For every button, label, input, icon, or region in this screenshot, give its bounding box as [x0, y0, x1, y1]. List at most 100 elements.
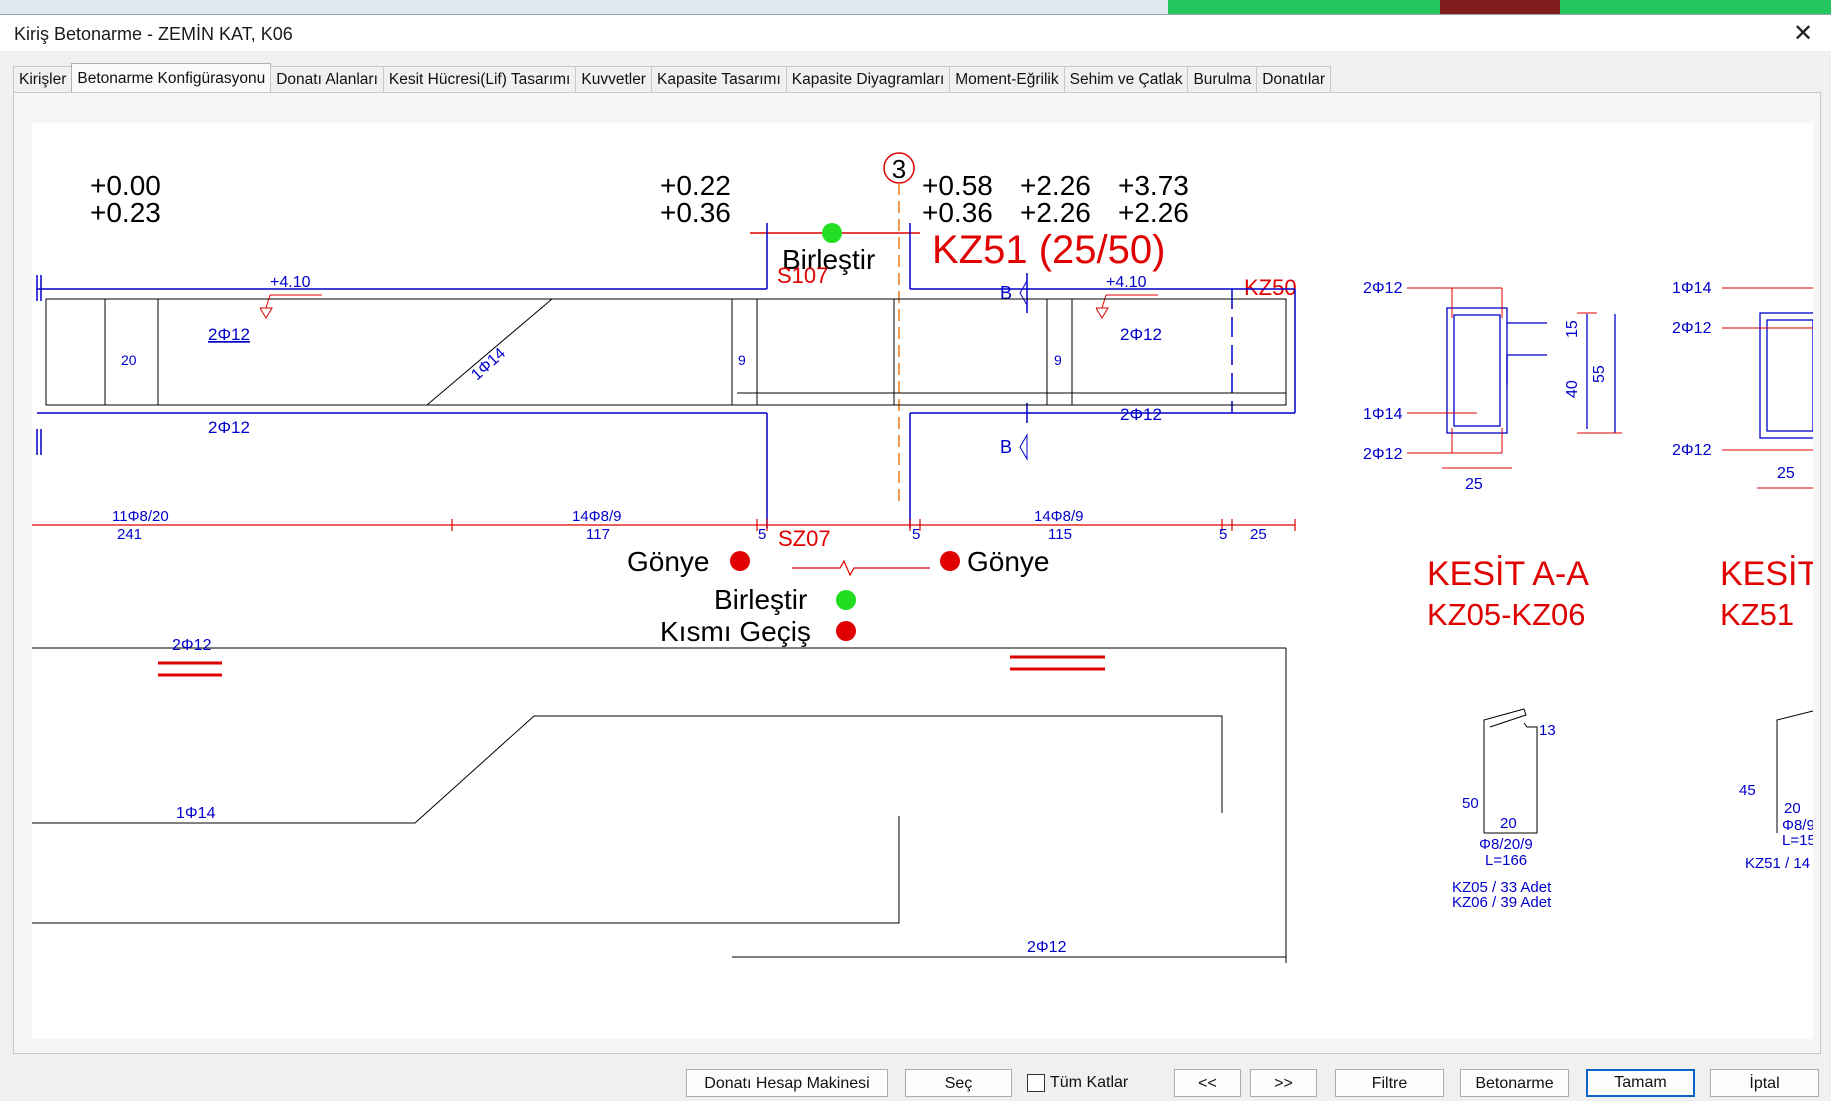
tab-betonarme-konfigurasyonu[interactable]: Betonarme Konfigürasyonu: [71, 63, 272, 92]
elevation-r2-top: +2.26: [1020, 170, 1091, 201]
birlestir-bottom-icon[interactable]: [836, 590, 856, 610]
birlestir-top-icon[interactable]: [822, 223, 842, 243]
gonye-right-label[interactable]: Gönye: [967, 546, 1050, 577]
beam-right-label: KZ50: [1244, 275, 1297, 300]
background-desktop: [0, 0, 1831, 14]
tab-strip: Kirişler Betonarme Konfigürasyonu Donatı…: [13, 63, 1332, 93]
level-left-mark: [259, 307, 273, 319]
sec-a-width: 25: [1465, 476, 1483, 493]
stirrup-length: L=166: [1485, 852, 1527, 869]
sec-a-subtitle: KZ05-KZ06: [1427, 597, 1586, 632]
sec-a-title: KESİT A-A: [1427, 555, 1589, 593]
dim-9-left: 9: [738, 352, 746, 368]
elevation-r2-bottom: +2.26: [1020, 197, 1091, 228]
stirrup-left: 11Φ8/20: [112, 508, 169, 525]
sec-a-top1: 2Φ12: [1363, 280, 1403, 297]
sec-b-subtitle: KZ51: [1720, 597, 1794, 632]
dim-9-right: 9: [1054, 352, 1062, 368]
bar-bot-right: 2Φ12: [1120, 405, 1162, 424]
tab-panel: +0.00 +0.23 +0.22 +0.36 +0.58 +0.36 +2.2…: [13, 92, 1821, 1054]
bar-top-left: 2Φ12: [208, 325, 250, 344]
sec-a-dim55: 55: [1591, 365, 1608, 383]
beam-outline: [36, 223, 1296, 528]
dim-5a: 5: [758, 526, 766, 543]
level-right: +4.10: [1106, 274, 1147, 291]
kismi-gecis-icon[interactable]: [836, 621, 856, 641]
dimension-line: [32, 519, 1296, 531]
kismi-gecis-label[interactable]: Kısmı Geçiş: [660, 616, 811, 647]
tab-moment-egrilik[interactable]: Moment-Eğrilik: [949, 66, 1065, 93]
bar-marks: [158, 655, 1105, 677]
gonye-right-icon[interactable]: [940, 551, 960, 571]
sec-b-width: 25: [1777, 465, 1795, 482]
sec-b-stirrup-45: 45: [1739, 782, 1756, 799]
count-kz05: KZ05 / 33 Adet: [1452, 879, 1552, 896]
elevation-r3-bottom: +2.26: [1118, 197, 1189, 228]
sec-b-stirrup-code: Φ8/9: [1782, 817, 1813, 834]
section-a-a: 2Φ12 1Φ14 2Φ12 25 15 40 55 KESİT A-A KZ0…: [1363, 280, 1622, 911]
section-arrow-bottom: [1019, 433, 1028, 461]
sec-a-dim40: 40: [1564, 380, 1581, 398]
iptal-button[interactable]: İptal: [1710, 1069, 1819, 1097]
sec-b-stirrup-20: 20: [1784, 800, 1801, 817]
section-mark-top: B: [1000, 283, 1012, 303]
dim-5c: 5: [1219, 526, 1227, 543]
window-title: Kiriş Betonarme - ZEMİN KAT, K06: [14, 24, 293, 44]
column-bottom-label: SZ07: [778, 526, 831, 551]
sec-b-title: KESİT: [1720, 555, 1813, 593]
stirrup-13: 13: [1539, 722, 1556, 739]
prev-button[interactable]: <<: [1174, 1069, 1241, 1097]
tum-katlar-checkbox[interactable]: Tüm Katlar: [1027, 1069, 1128, 1097]
next-button[interactable]: >>: [1250, 1069, 1317, 1097]
tab-burulma[interactable]: Burulma: [1187, 66, 1258, 93]
elevation-r1-bottom: +0.36: [922, 197, 993, 228]
elevation-left-bottom: +0.23: [90, 197, 161, 228]
bar4-label: 2Φ12: [1027, 939, 1067, 956]
tab-kuvvetler[interactable]: Kuvvetler: [575, 66, 652, 93]
gonye-left-icon[interactable]: [730, 551, 750, 571]
birlestir-bottom-label[interactable]: Birleştir: [714, 584, 807, 615]
tamam-button[interactable]: Tamam: [1586, 1069, 1695, 1097]
checkbox-box[interactable]: [1027, 1074, 1045, 1092]
beam-title: KZ51 (25/50): [932, 228, 1165, 272]
elevation-mid-top: +0.22: [660, 170, 731, 201]
column-top-label: S107: [777, 263, 828, 288]
tab-kirisler[interactable]: Kirişler: [13, 66, 73, 93]
tab-sehim-catlak[interactable]: Sehim ve Çatlak: [1063, 66, 1189, 93]
length-mid: 117: [586, 526, 610, 543]
column-bottom-mark: [792, 559, 930, 577]
tab-kapasite-diyagramlari[interactable]: Kapasite Diyagramları: [785, 66, 951, 93]
sec-a-bot1: 1Φ14: [1363, 406, 1403, 423]
dim-20: 20: [121, 352, 137, 368]
sec-b-count: KZ51 / 14: [1745, 855, 1810, 872]
stirrup-right: 14Φ8/9: [1034, 508, 1084, 525]
gonye-left-label[interactable]: Gönye: [627, 546, 710, 577]
sec-b-bot: 2Φ12: [1672, 442, 1712, 459]
axis-label: 3: [892, 154, 906, 184]
donati-hesap-makinesi-button[interactable]: Donatı Hesap Makinesi: [686, 1069, 888, 1097]
tab-donati-alanlari[interactable]: Donatı Alanları: [270, 66, 384, 93]
tab-kesit-hucresi[interactable]: Kesit Hücresi(Lif) Tasarımı: [382, 66, 577, 93]
stirrup-mid: 14Φ8/9: [572, 508, 622, 525]
tab-donatilar[interactable]: Donatılar: [1256, 66, 1332, 93]
sec-button[interactable]: Seç: [905, 1069, 1012, 1097]
close-icon[interactable]: ✕: [1792, 19, 1814, 47]
sec-a-dim15: 15: [1564, 320, 1581, 338]
elevation-r3-top: +3.73: [1118, 170, 1189, 201]
reinforcement-lines: [45, 298, 1287, 406]
bottom-toolbar: Donatı Hesap Makinesi Seç Tüm Katlar << …: [0, 1055, 1831, 1101]
betonarme-button[interactable]: Betonarme: [1460, 1069, 1569, 1097]
tab-kapasite-tasarimi[interactable]: Kapasite Tasarımı: [650, 66, 787, 93]
stirrup-code: Φ8/20/9: [1479, 836, 1533, 853]
bar-top-right: 2Φ12: [1120, 325, 1162, 344]
bar-detail-drawing: [32, 647, 1287, 963]
drawing-canvas[interactable]: +0.00 +0.23 +0.22 +0.36 +0.58 +0.36 +2.2…: [32, 123, 1813, 1039]
section-b: 1Φ14 2Φ12 2Φ12 25 KESİT KZ51 45 20 Φ8/9 …: [1672, 280, 1813, 872]
level-right-mark: [1095, 307, 1109, 319]
length-left: 241: [117, 526, 142, 543]
filtre-button[interactable]: Filtre: [1335, 1069, 1444, 1097]
sec-b-top1: 1Φ14: [1672, 280, 1712, 297]
birlestir-top-label[interactable]: Birleştir: [782, 244, 875, 275]
count-kz06: KZ06 / 39 Adet: [1452, 894, 1552, 911]
beam-drawing: +0.00 +0.23 +0.22 +0.36 +0.58 +0.36 +2.2…: [32, 152, 1813, 963]
